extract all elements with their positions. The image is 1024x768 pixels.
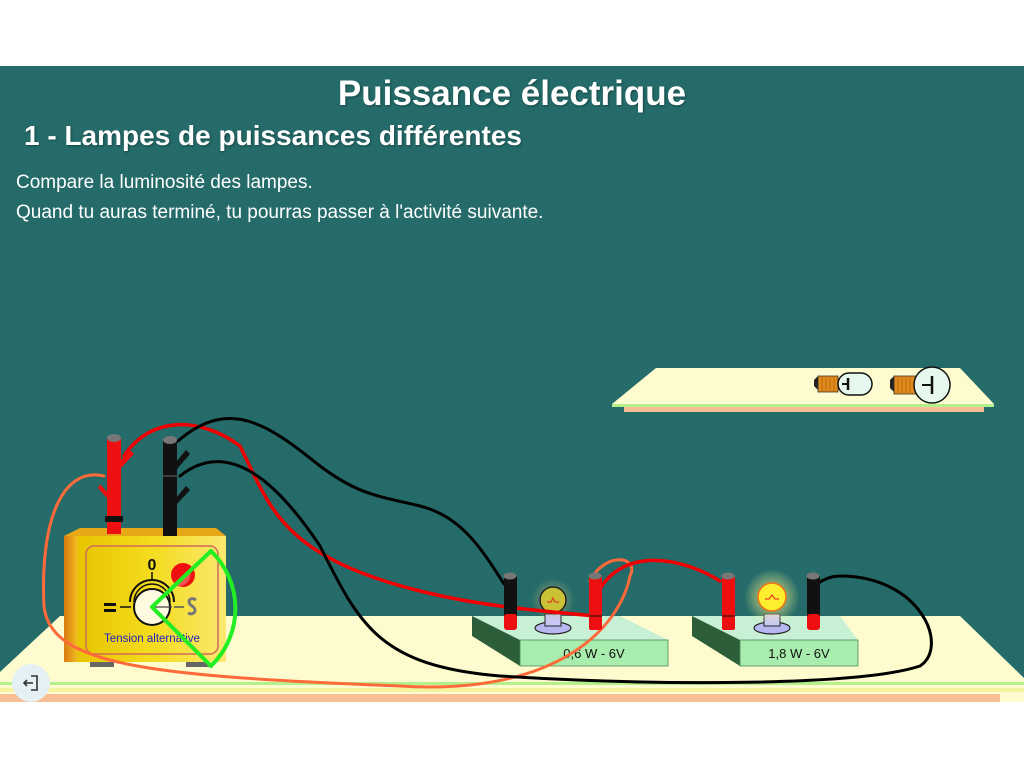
generator-red-terminal[interactable] [98, 434, 134, 534]
lamp-1-bulb-dim[interactable] [539, 586, 567, 614]
lamp-board-2: 1,8 W - 6V [692, 569, 859, 667]
wire-red-lamp1-to-lamp2[interactable] [594, 558, 722, 598]
lamp-1-red-terminal[interactable] [588, 572, 603, 631]
page-title: Puissance électrique [337, 74, 687, 113]
exit-icon [22, 675, 38, 691]
wire-black-generator-loop[interactable] [178, 460, 933, 685]
spare-bulb-large[interactable] [890, 366, 951, 404]
mode-label: Tension alternative [104, 633, 200, 645]
lamp-2-red-terminal[interactable] [721, 572, 736, 631]
generator-black-terminal[interactable] [163, 436, 190, 536]
exit-button[interactable] [12, 664, 50, 702]
circuit-scene: 0 Tension alternative [0, 366, 1024, 702]
ac-mode-icon[interactable] [174, 597, 197, 616]
spare-bulb-small[interactable] [814, 372, 873, 396]
instruction-line: Compare la luminosité des lampes. [16, 172, 313, 193]
lamp-2-bulb-bright[interactable] [757, 582, 787, 612]
spare-bulb-shelf [612, 366, 994, 412]
ac-mode-highlight [150, 549, 238, 668]
dial-zero-mark: 0 [148, 557, 157, 574]
lamp-1-black-terminal[interactable] [503, 572, 518, 631]
lamp-2-black-terminal[interactable] [806, 572, 821, 631]
simulation-stage: Puissance électrique 1 - Lampes de puiss… [0, 66, 1024, 702]
instruction-line: Quand tu auras terminé, tu pourras passe… [16, 202, 544, 223]
wire-black-generator-to-lamp1[interactable] [176, 417, 506, 586]
wire-orange[interactable] [42, 473, 634, 689]
power-generator: 0 Tension alternative [64, 528, 238, 668]
activity-subtitle: 1 - Lampes de puissances différentes [24, 120, 522, 151]
dc-mode-icon[interactable] [104, 603, 131, 612]
lamp-2-rating: 1,8 W - 6V [768, 646, 830, 661]
